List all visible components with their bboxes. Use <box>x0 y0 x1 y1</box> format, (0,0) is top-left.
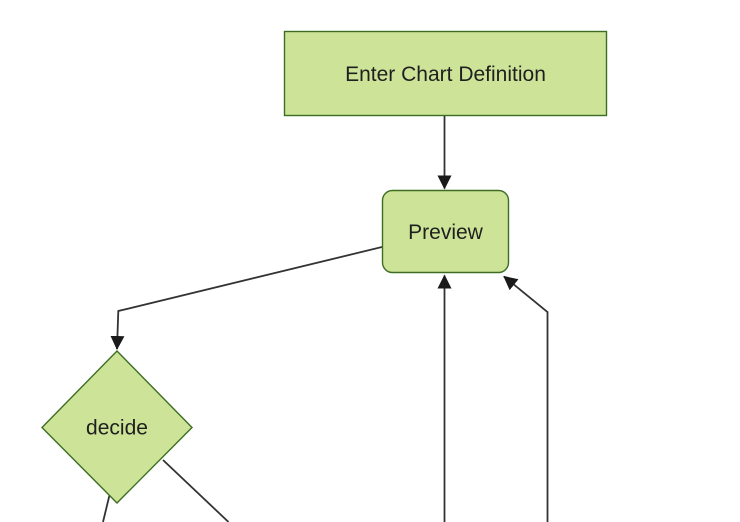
diamond-shape <box>41 350 193 504</box>
node-label-decide: decide <box>86 417 148 440</box>
node-label-enter-chart-definition: Enter Chart Definition <box>345 63 546 86</box>
rounded-rectangle-shape <box>381 189 510 274</box>
edge-offscreen-bottom-right-to-preview <box>503 275 549 522</box>
node-preview: Preview <box>381 189 510 274</box>
edge-decide-to-offscreen-bottom-center <box>162 459 230 522</box>
node-decide: decide <box>41 350 193 504</box>
edge-preview-to-decide <box>110 246 383 350</box>
node-label-preview: Preview <box>408 221 484 244</box>
rectangle-shape <box>283 30 608 117</box>
node-enter-chart-definition: Enter Chart Definition <box>283 30 608 117</box>
